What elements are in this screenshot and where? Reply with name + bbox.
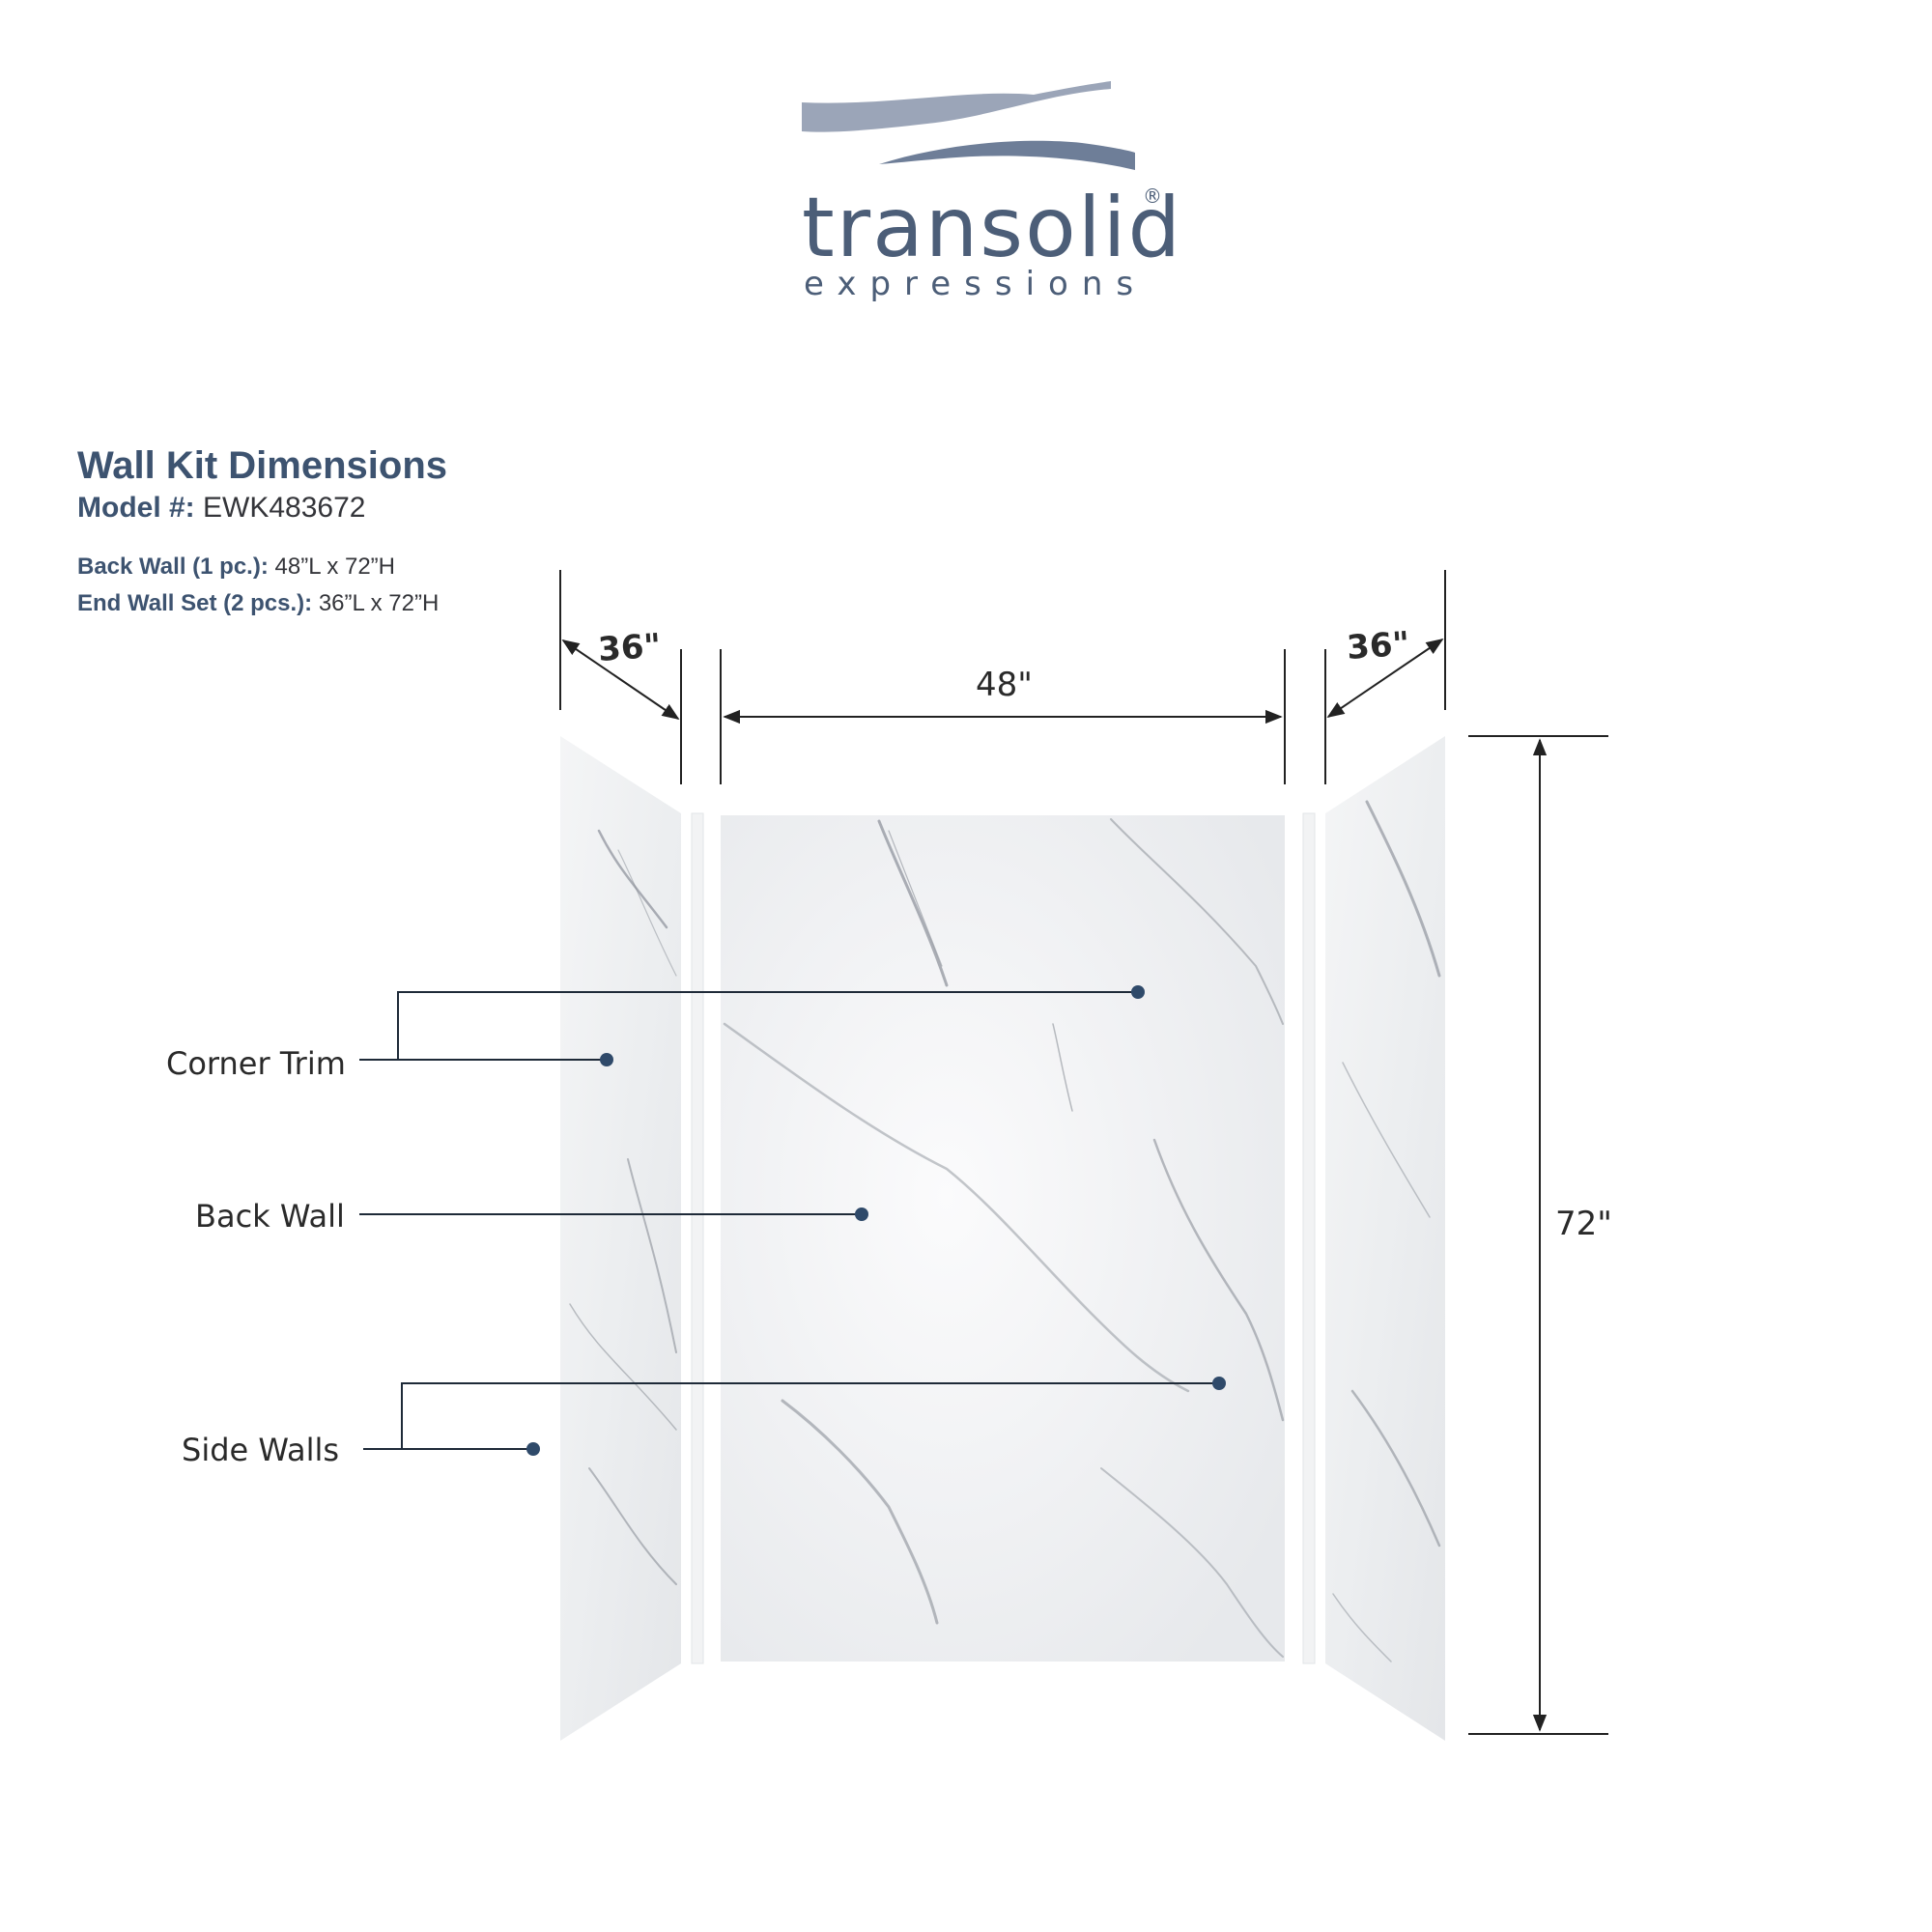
corner-trim-right: [1302, 812, 1316, 1664]
height-label: 72": [1555, 1205, 1612, 1243]
back-wall-spec-label: Back Wall (1 pc.):: [77, 554, 269, 580]
brand-name: transolid: [802, 180, 1182, 276]
wall-panels: [560, 736, 1445, 1741]
left-side-wall: [560, 736, 681, 1741]
logo-wave-bottom: [879, 140, 1135, 170]
corner-trim-label: Corner Trim: [166, 1045, 346, 1082]
model-value: EWK483672: [203, 492, 366, 524]
callout-dots: [526, 985, 1226, 1456]
right-width-label: 36": [1346, 625, 1411, 668]
back-width-label: 48": [976, 666, 1033, 704]
brand-tagline: expressions: [804, 265, 1147, 303]
left-width-label: 36": [597, 627, 663, 669]
logo-wave-top: [802, 81, 1111, 132]
callout-dot-side-walls-side: [526, 1442, 540, 1456]
spec-block: Wall Kit Dimensions Model #: EWK483672 B…: [77, 442, 447, 622]
back-wall-spec: Back Wall (1 pc.): 48”L x 72”H: [77, 549, 447, 585]
right-side-wall: [1325, 736, 1445, 1741]
callout-leaders: [359, 991, 1219, 1450]
spec-title: Wall Kit Dimensions: [77, 444, 448, 487]
back-wall-panel: [721, 815, 1285, 1662]
back-wall-spec-value: 48”L x 72”H: [274, 554, 396, 580]
callout-dot-side-walls-back: [1212, 1377, 1226, 1390]
dimension-lines: [559, 570, 1608, 1735]
registered-mark: ®: [1143, 185, 1162, 208]
corner-trim-left: [691, 812, 704, 1664]
end-wall-spec-value: 36”L x 72”H: [318, 590, 440, 616]
brand-logo: transolid ® expressions: [802, 81, 1182, 303]
end-wall-spec-label: End Wall Set (2 pcs.):: [77, 590, 313, 616]
model-label: Model #:: [77, 492, 195, 524]
end-wall-spec: End Wall Set (2 pcs.): 36”L x 72”H: [77, 585, 447, 622]
marble-veins: [569, 800, 1441, 1662]
callout-dot-corner-trim-side: [600, 1053, 613, 1066]
side-walls-label: Side Walls: [182, 1432, 339, 1468]
callout-dot-corner-trim-back: [1131, 985, 1145, 999]
model-line: Model #: EWK483672: [77, 489, 447, 527]
back-wall-label: Back Wall: [195, 1198, 345, 1235]
callout-dot-back-wall: [855, 1208, 868, 1221]
